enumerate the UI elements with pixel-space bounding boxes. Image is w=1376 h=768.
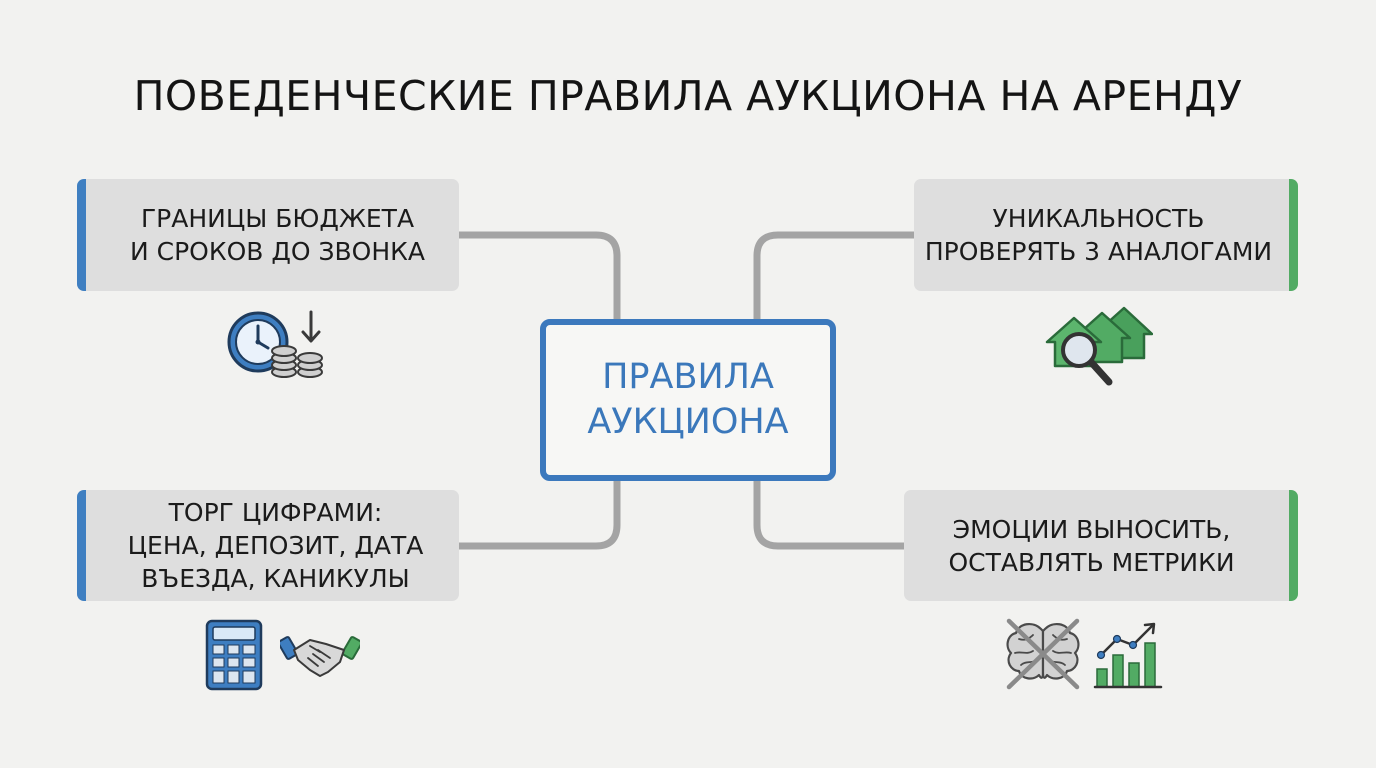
handshake-icon (280, 636, 360, 677)
rule-text-haggle: ТОРГ ЦИФРАМИ: ЦЕНА, ДЕПОЗИТ, ДАТА ВЪЕЗДА… (127, 498, 424, 593)
connector-unique (753, 231, 914, 319)
connector-haggle (459, 481, 621, 550)
analogs-icon (1045, 306, 1153, 386)
rule-text-emotion: ЭМОЦИИ ВЫНОСИТЬ, ОСТАВЛЯТЬ МЕТРИКИ (948, 514, 1235, 577)
center-label: ПРАВИЛА АУКЦИОНА (587, 356, 789, 443)
magnifier-icon (1061, 332, 1113, 386)
rule-card-unique: УНИКАЛЬНОСТЬ ПРОВЕРЯТЬ 3 АНАЛОГАМИ (914, 179, 1298, 291)
connector-emotion (753, 481, 904, 550)
rule-card-haggle: ТОРГ ЦИФРАМИ: ЦЕНА, ДЕПОЗИТ, ДАТА ВЪЕЗДА… (77, 490, 459, 601)
page-title: ПОВЕДЕНЧЕСКИЕ ПРАВИЛА АУКЦИОНА НА АРЕНДУ (133, 72, 1243, 120)
crossed-brain-icon (1006, 618, 1080, 690)
coin-stack-icon (271, 345, 323, 378)
center-box: ПРАВИЛА АУКЦИОНА (540, 319, 836, 481)
growth-chart-icon (1093, 622, 1163, 689)
rule-text-unique: УНИКАЛЬНОСТЬ ПРОВЕРЯТЬ 3 АНАЛОГАМИ (924, 204, 1273, 266)
connector-budget (459, 231, 621, 319)
calculator-icon (205, 619, 263, 691)
rule-card-emotion: ЭМОЦИИ ВЫНОСИТЬ, ОСТАВЛЯТЬ МЕТРИКИ (904, 490, 1298, 601)
rule-text-budget: ГРАНИЦЫ БЮДЖЕТА И СРОКОВ ДО ЗВОНКА (129, 204, 426, 266)
down-arrow-icon (301, 310, 321, 343)
rule-card-budget: ГРАНИЦЫ БЮДЖЕТА И СРОКОВ ДО ЗВОНКА (77, 179, 459, 291)
budget-time-icon (227, 310, 323, 378)
